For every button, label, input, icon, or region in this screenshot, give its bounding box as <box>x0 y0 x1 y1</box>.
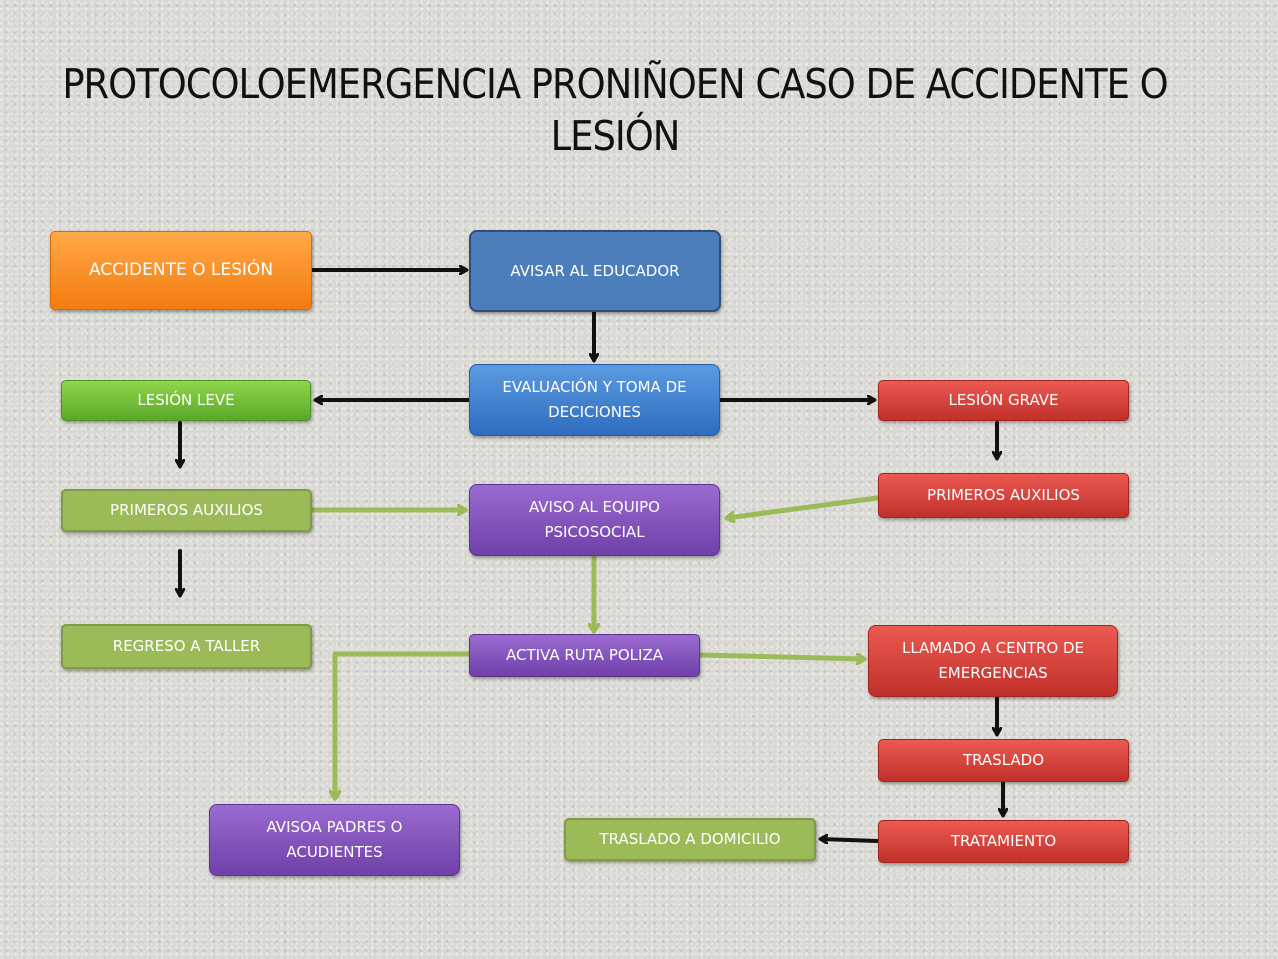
node-evaluacion-y-toma-de-deciciones: EVALUACIÓN Y TOMA DE DECICIONES <box>469 364 720 436</box>
arrow-tratamiento-to-domicilio <box>821 839 879 841</box>
arrow-primeros-grave-to-psicosocial <box>727 495 880 518</box>
node-aviso-al-equipo-psicosocial: AVISO AL EQUIPO PSICOSOCIAL <box>469 484 720 556</box>
node-lesion-grave: LESIÓN GRAVE <box>878 380 1129 421</box>
arrow-ruta-to-padres <box>335 651 472 798</box>
node-activa-ruta-poliza: ACTIVA RUTA POLIZA <box>469 634 700 677</box>
node-traslado-a-domicilio: TRASLADO A DOMICILIO <box>564 818 816 861</box>
node-llamado-a-centro-de-emergencias: LLAMADO A CENTRO DE EMERGENCIAS <box>868 625 1118 697</box>
node-accidente-o-lesion: ACCIDENTE O LESIÓN <box>50 231 312 310</box>
node-primeros-auxilios-grave: PRIMEROS AUXILIOS <box>878 473 1129 518</box>
node-tratamiento: TRATAMIENTO <box>878 820 1129 863</box>
node-regreso-a-taller: REGRESO A TALLER <box>61 624 312 669</box>
node-avisoa-padres-o-acudientes: AVISOA PADRES O ACUDIENTES <box>209 804 460 876</box>
node-avisar-al-educador: AVISAR AL EDUCADOR <box>469 230 721 312</box>
node-primeros-auxilios-leve: PRIMEROS AUXILIOS <box>61 489 312 532</box>
node-lesion-leve: LESIÓN LEVE <box>61 380 311 421</box>
arrow-ruta-to-llamado <box>697 652 864 659</box>
page-title: PROTOCOLOEMERGENCIA PRONIÑOEN CASO DE AC… <box>62 60 1168 160</box>
node-traslado: TRASLADO <box>878 739 1129 782</box>
